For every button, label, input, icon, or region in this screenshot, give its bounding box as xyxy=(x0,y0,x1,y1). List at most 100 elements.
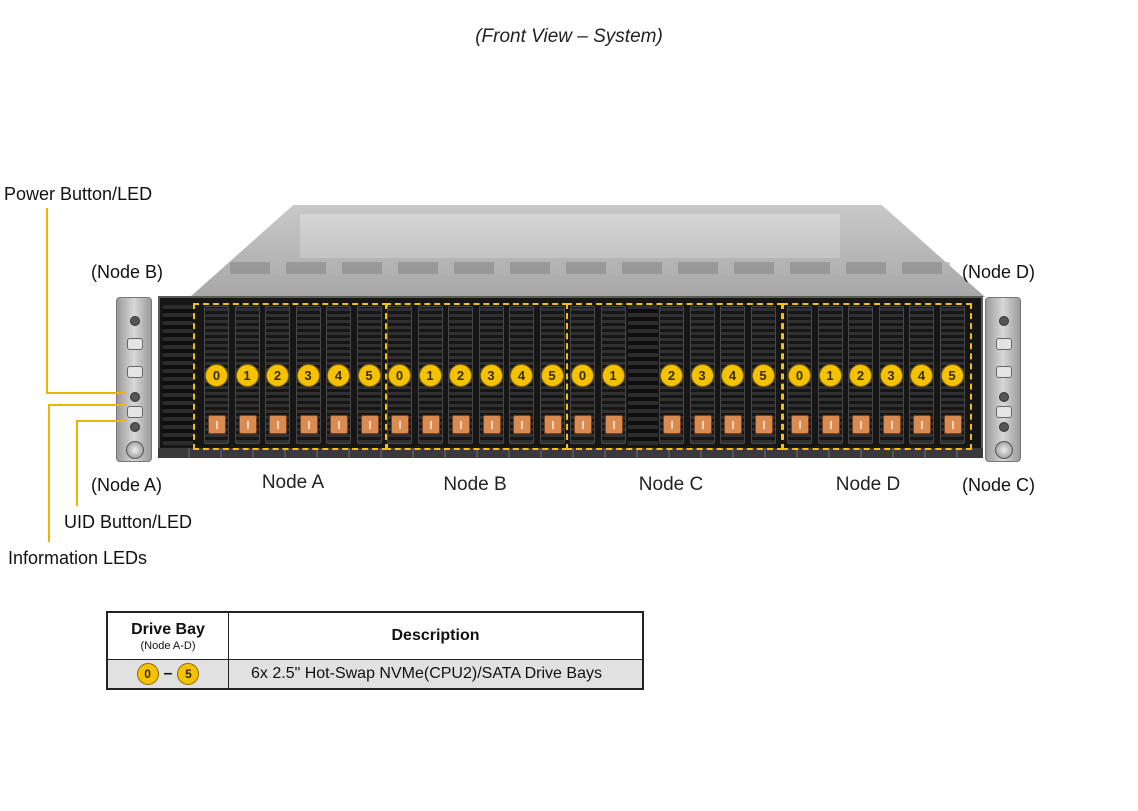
drive-latch-icon[interactable] xyxy=(513,415,531,434)
info-callout-line xyxy=(48,404,50,542)
logo-badge xyxy=(996,366,1012,378)
header-description: Description xyxy=(228,611,644,660)
node-a-label: Node A xyxy=(261,472,325,493)
bay-number-badge: 1 xyxy=(235,364,259,387)
drive-latch-icon[interactable] xyxy=(663,415,681,434)
drive-latch-icon[interactable] xyxy=(852,415,870,434)
table-row: 0–5 6x 2.5" Hot-Swap NVMe(CPU2)/SATA Dri… xyxy=(106,659,644,690)
drive-latch-icon[interactable] xyxy=(724,415,742,434)
callout-power-button-led: Power Button/LED xyxy=(4,184,153,204)
node-b-label: Node B xyxy=(443,474,507,495)
chassis-front-bottom-strip xyxy=(158,448,983,458)
bay-number-badge: 0 xyxy=(388,364,411,387)
bay-number-badge: 4 xyxy=(910,364,933,387)
ear-label-node-a: (Node A) xyxy=(91,475,163,495)
drive-latch-icon[interactable] xyxy=(943,415,962,434)
drive-latch-icon[interactable] xyxy=(391,415,409,434)
chassis-top-panel xyxy=(300,214,840,258)
uid-callout-line xyxy=(76,420,126,422)
node-a-power-led-icon xyxy=(130,392,140,402)
header-drive-bay: Drive Bay (Node A-D) xyxy=(106,611,229,660)
power-callout-line xyxy=(46,392,126,394)
ear-label-node-d: (Node D) xyxy=(962,262,1036,282)
power-callout-line xyxy=(46,208,48,394)
bay-number-badge: 2 xyxy=(449,364,472,387)
drive-latch-icon[interactable] xyxy=(754,415,773,434)
chassis-vent-row xyxy=(230,262,950,274)
drive-latch-icon[interactable] xyxy=(821,415,840,434)
bay-number-badge: 3 xyxy=(479,364,503,387)
bay-number-badge: 0 xyxy=(788,364,811,387)
drive-latch-icon[interactable] xyxy=(452,415,470,434)
drive-bay-description: 6x 2.5" Hot-Swap NVMe(CPU2)/SATA Drive B… xyxy=(228,659,644,690)
drive-latch-icon[interactable] xyxy=(360,415,379,434)
drive-latch-icon[interactable] xyxy=(299,415,318,434)
node-c-label: Node C xyxy=(638,474,704,495)
bay-number-badge: 5 xyxy=(940,364,964,387)
drive-latch-icon[interactable] xyxy=(543,415,562,434)
rack-screw-icon xyxy=(126,441,144,459)
bay-number-badge: 3 xyxy=(879,364,903,387)
bay-number-badge: 2 xyxy=(849,364,872,387)
drive-latch-icon[interactable] xyxy=(791,415,809,434)
bay-badge-end: 5 xyxy=(177,663,200,685)
rack-screw-icon xyxy=(995,441,1013,459)
bay-number-badge: 4 xyxy=(327,364,350,387)
drive-latch-icon[interactable] xyxy=(238,415,257,434)
bay-number-badge: 4 xyxy=(510,364,533,387)
node-d-outline xyxy=(782,303,972,450)
diagram-title: (Front View – System) xyxy=(475,26,663,47)
ear-label-node-c: (Node C) xyxy=(962,475,1036,495)
bay-number-badge: 5 xyxy=(357,364,381,387)
callout-information-leds: Information LEDs xyxy=(8,548,148,568)
bay-number-badge: 1 xyxy=(418,364,442,387)
drive-bay-table: Drive Bay (Node A-D) Description 0–5 6x … xyxy=(106,611,644,690)
bay-number-badge: 3 xyxy=(690,364,714,387)
node-a-info-led-icon xyxy=(130,422,140,432)
drive-latch-icon[interactable] xyxy=(913,415,931,434)
table-header-row: Drive Bay (Node A-D) Description xyxy=(106,611,644,660)
node-c-info-led-icon xyxy=(999,422,1009,432)
drive-latch-icon[interactable] xyxy=(882,415,901,434)
node-d-label: Node D xyxy=(835,474,901,495)
bay-number-badge: 1 xyxy=(818,364,842,387)
bay-number-badge: 0 xyxy=(205,364,228,387)
bay-badge-start: 0 xyxy=(136,663,159,685)
right-rack-ear xyxy=(985,297,1021,462)
drive-bay-range-cell: 0–5 xyxy=(106,659,229,690)
ear-label-node-b: (Node B) xyxy=(91,262,164,282)
node-c-uid-button[interactable] xyxy=(996,406,1012,418)
drive-latch-icon[interactable] xyxy=(482,415,501,434)
uid-callout-line xyxy=(76,420,78,506)
node-b-power-button[interactable] xyxy=(127,338,143,350)
info-callout-line xyxy=(48,404,126,406)
node-b-led-icon xyxy=(130,316,140,326)
bay-number-badge: 3 xyxy=(296,364,320,387)
bay-number-badge: 2 xyxy=(660,364,683,387)
bay-number-badge: 5 xyxy=(751,364,775,387)
bay-number-badge: 4 xyxy=(721,364,744,387)
left-rack-ear xyxy=(116,297,152,462)
drive-latch-icon[interactable] xyxy=(330,415,348,434)
callout-uid-button-led: UID Button/LED xyxy=(64,512,193,532)
node-c-power-led-icon xyxy=(999,392,1009,402)
left-vent-grille xyxy=(163,305,193,445)
drive-latch-icon[interactable] xyxy=(421,415,440,434)
range-dash: – xyxy=(163,665,173,682)
header-drive-bay-sub: (Node A-D) xyxy=(140,639,196,652)
drive-latch-icon[interactable] xyxy=(604,415,623,434)
bay-number-badge: 1 xyxy=(601,364,625,387)
node-d-led-icon xyxy=(999,316,1009,326)
node-a-uid-button[interactable] xyxy=(127,406,143,418)
middle-vent-grille xyxy=(628,305,658,445)
drive-latch-icon[interactable] xyxy=(693,415,712,434)
logo-badge xyxy=(127,366,143,378)
bay-number-badge: 5 xyxy=(540,364,564,387)
drive-latch-icon[interactable] xyxy=(574,415,592,434)
drive-latch-icon[interactable] xyxy=(208,415,226,434)
header-drive-bay-text: Drive Bay xyxy=(131,620,205,638)
bay-number-badge: 2 xyxy=(266,364,289,387)
node-d-power-button[interactable] xyxy=(996,338,1012,350)
bay-number-badge: 0 xyxy=(571,364,594,387)
drive-latch-icon[interactable] xyxy=(269,415,287,434)
